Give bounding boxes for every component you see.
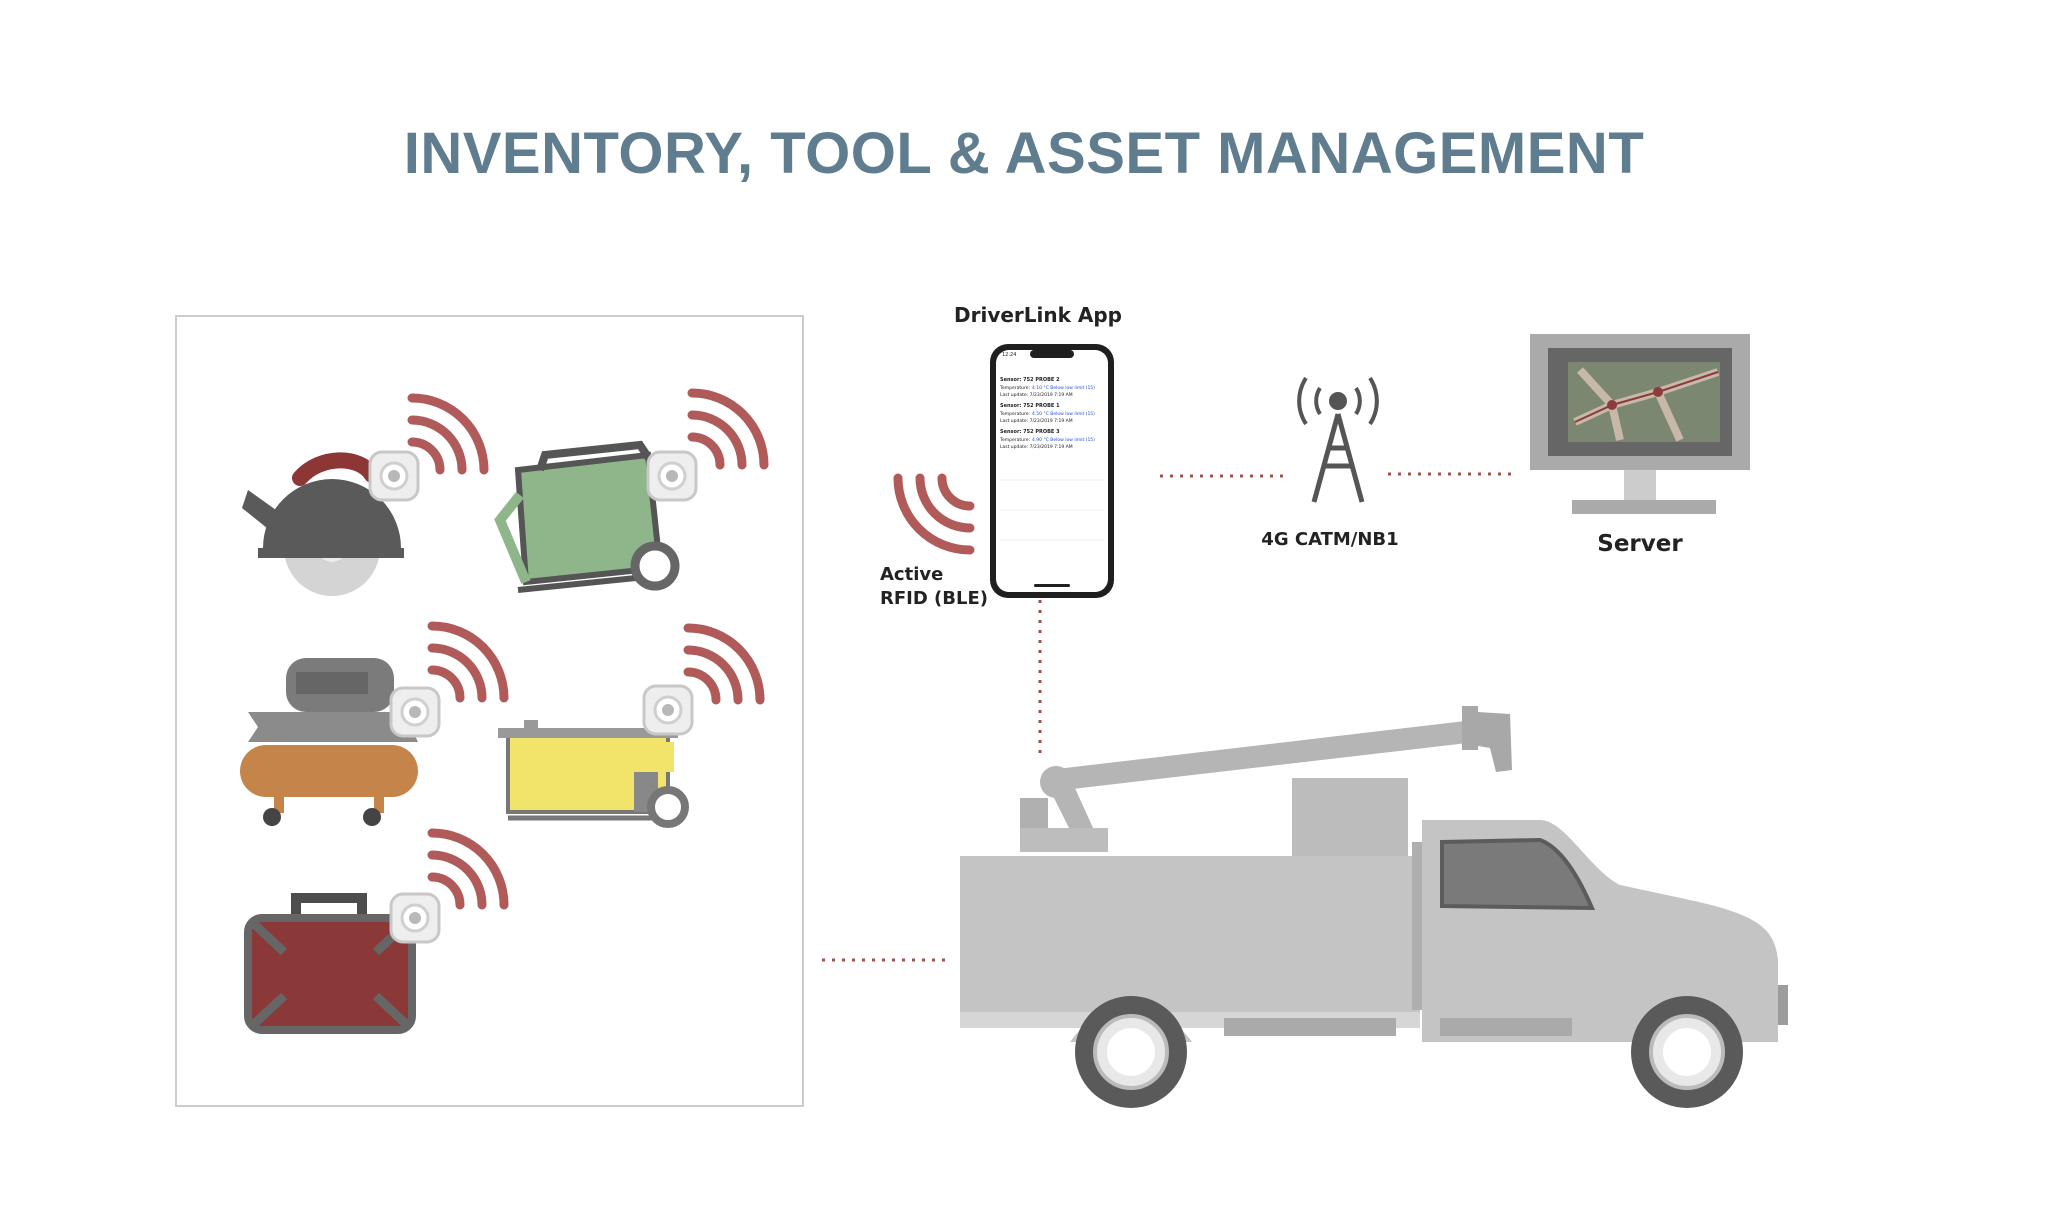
air-compressor-icon — [240, 658, 418, 826]
svg-text:Sensor: 752 PROBE 2: Sensor: 752 PROBE 2 — [1000, 377, 1060, 383]
network-label: 4G CATM/NB1 — [1261, 529, 1398, 550]
generator-icon — [494, 440, 680, 593]
svg-text:4.10 °C Below low limit (15): 4.10 °C Below low limit (15) — [1032, 385, 1095, 391]
app-label: DriverLink App — [954, 303, 1122, 327]
svg-text:Temperature:: Temperature: — [999, 437, 1030, 443]
rfid-label-line2: RFID (BLE) — [880, 588, 988, 609]
pressure-washer-icon — [498, 720, 689, 828]
svg-text:Last update: 7/23/2019 7:19 AM: Last update: 7/23/2019 7:19 AM — [1000, 392, 1073, 398]
rfid-label-line1: Active — [880, 564, 943, 585]
svg-text:4.50 °C Below low limit (15): 4.50 °C Below low limit (15) — [1032, 411, 1095, 417]
phone-status-time: 12:24 — [1002, 352, 1016, 358]
circular-saw-icon — [242, 452, 404, 596]
svg-text:4.90 °C Below low limit (15): 4.90 °C Below low limit (15) — [1032, 437, 1095, 443]
ble-signal-icon — [893, 473, 975, 555]
server-monitor-icon — [1530, 334, 1750, 514]
svg-text:Last update: 7/23/2019 7:19 AM: Last update: 7/23/2019 7:19 AM — [1000, 418, 1073, 424]
tool-case-icon — [244, 893, 416, 1034]
svg-text:Sensor: 752 PROBE 3: Sensor: 752 PROBE 3 — [1000, 429, 1060, 435]
svg-text:Temperature:: Temperature: — [999, 385, 1030, 391]
svg-text:Temperature:: Temperature: — [999, 411, 1030, 417]
page-title: INVENTORY, TOOL & ASSET MANAGEMENT — [403, 121, 1645, 186]
server-label: Server — [1597, 531, 1683, 557]
bucket-truck-icon — [960, 706, 1788, 1108]
cell-tower-icon — [1297, 376, 1379, 503]
svg-text:Sensor: 752 PROBE 1: Sensor: 752 PROBE 1 — [1000, 403, 1060, 409]
phone-icon: 12:24 Sensor: 752 PROBE 2 Temperature: 4… — [990, 344, 1114, 598]
svg-text:Last update: 7/23/2019 7:19 AM: Last update: 7/23/2019 7:19 AM — [1000, 444, 1073, 450]
